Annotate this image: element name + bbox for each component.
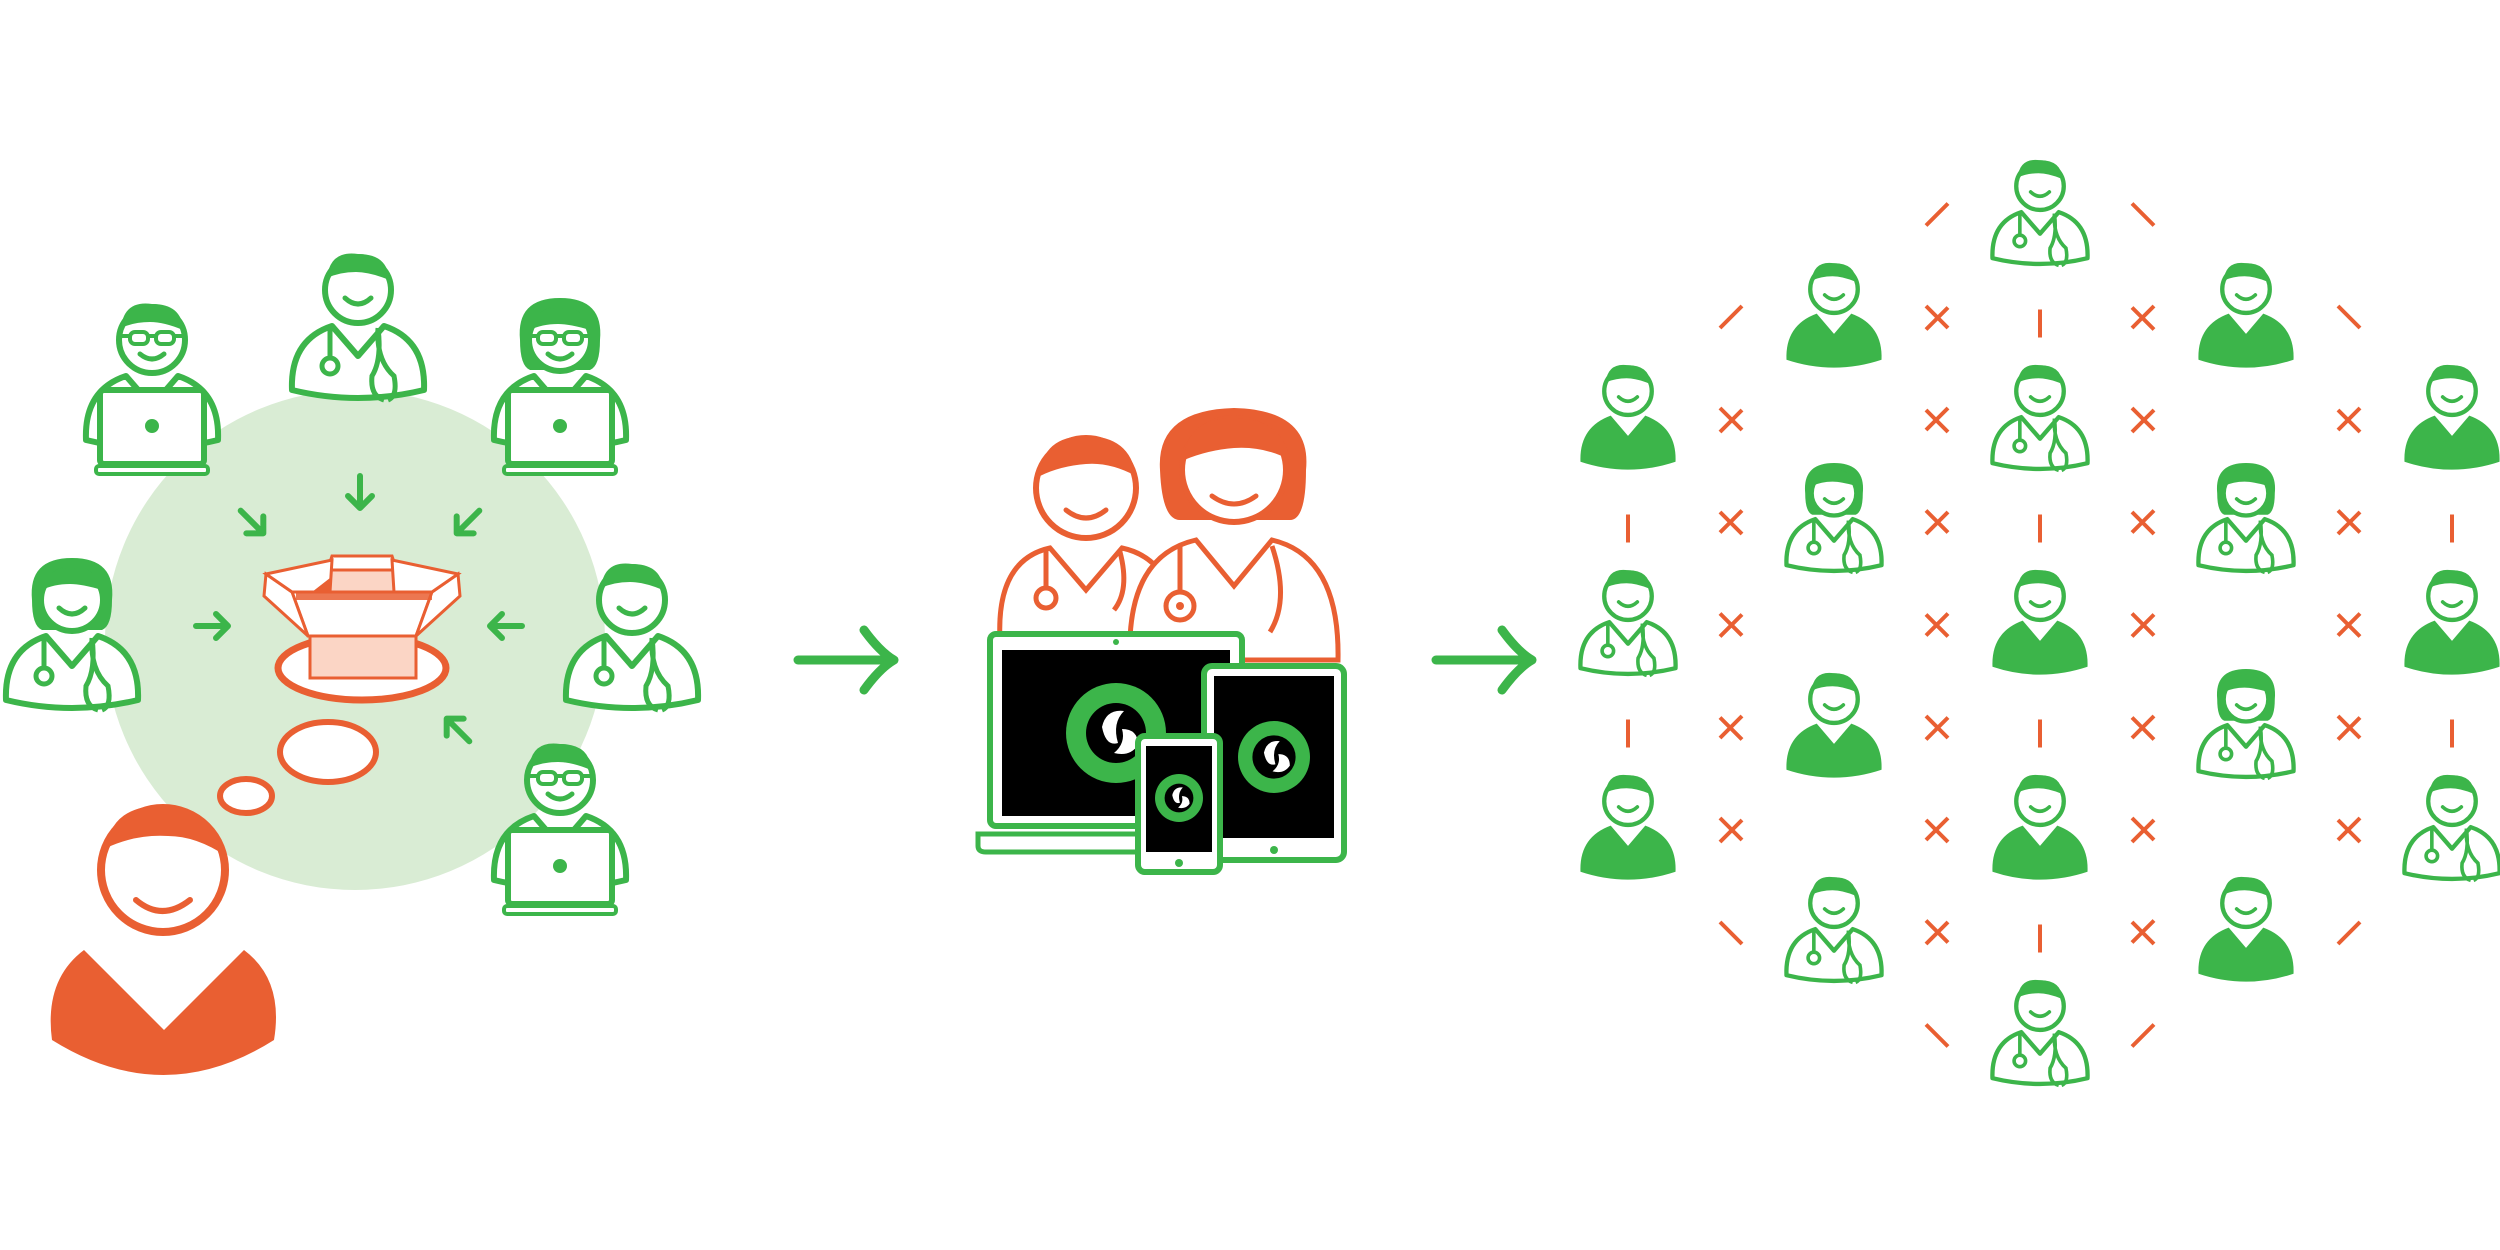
connector-dash [1924, 612, 1950, 637]
connector-dash [2336, 714, 2362, 740]
connector-dash [2130, 714, 2156, 740]
doctor-icon [1992, 980, 2087, 1085]
laptop-user-icon [86, 304, 218, 475]
doctor-icon [2198, 669, 2293, 778]
stage-scale [1580, 160, 2499, 1085]
thought-bubble-icon [217, 719, 379, 816]
doctor-icon [2404, 775, 2499, 880]
doctor-icon [1992, 160, 2087, 265]
connector-dash [1718, 509, 1744, 534]
doctor-icon [292, 254, 424, 401]
connector-dash [2336, 920, 2362, 946]
user-icon [1580, 365, 1675, 470]
user-icon [1992, 775, 2087, 880]
user-icon [2198, 877, 2293, 982]
user-icon [1580, 775, 1675, 880]
connector-dash [1718, 304, 1744, 330]
arrow-right-icon [798, 630, 894, 690]
user-icon [2404, 365, 2499, 470]
connector-dash [2130, 202, 2156, 227]
connector-dash [2336, 816, 2362, 842]
connector-dash [2130, 919, 2156, 944]
connector-dash [2130, 509, 2156, 534]
connector-dash [1924, 816, 1950, 842]
connector-dash [1718, 612, 1744, 637]
arrow-right-icon [1436, 630, 1532, 690]
doctor-icon [1786, 877, 1881, 982]
stage-deliver [975, 408, 1347, 875]
tablet-icon [1201, 663, 1347, 863]
connector-dash [2130, 816, 2156, 842]
app-logo-icon [1238, 721, 1310, 793]
connector-dash [1924, 714, 1950, 740]
user-icon [1992, 570, 2087, 675]
connector-dash [2130, 304, 2156, 330]
doctor-icon [1580, 570, 1675, 675]
patient-icon [50, 804, 276, 1075]
doctor-icon [1786, 463, 1881, 572]
connector-dash [1924, 1023, 1950, 1048]
laptop-user-icon [494, 298, 626, 474]
connector-dash [2130, 406, 2156, 432]
connector-dash [1924, 304, 1950, 330]
user-icon [2404, 570, 2499, 675]
connector-dash [2130, 1023, 2156, 1048]
phone-icon [1135, 733, 1223, 875]
connector-dash [2130, 612, 2156, 637]
connector-dash [1924, 406, 1950, 432]
connector-dash [1718, 714, 1744, 740]
doctor-icon [2198, 463, 2293, 572]
connector-dash [1718, 406, 1744, 432]
stage-collaborate [6, 254, 698, 1075]
connector-dash [2336, 509, 2362, 534]
user-icon [1786, 263, 1881, 368]
connector-dash [1924, 919, 1950, 944]
app-logo-icon [1155, 774, 1203, 822]
connector-dash [1718, 816, 1744, 842]
user-icon [1786, 673, 1881, 778]
connector-dash [1924, 202, 1950, 227]
connector-dash [2336, 406, 2362, 432]
box-icon [262, 554, 462, 704]
user-icon [2198, 263, 2293, 368]
connector-dash [2336, 304, 2362, 330]
doctor-icon [1992, 365, 2087, 470]
connector-dash [2336, 612, 2362, 637]
connector-dash [1924, 509, 1950, 534]
doctor-icon [1127, 408, 1341, 663]
connector-dash [1718, 920, 1744, 946]
connector-group [1626, 202, 2454, 1048]
